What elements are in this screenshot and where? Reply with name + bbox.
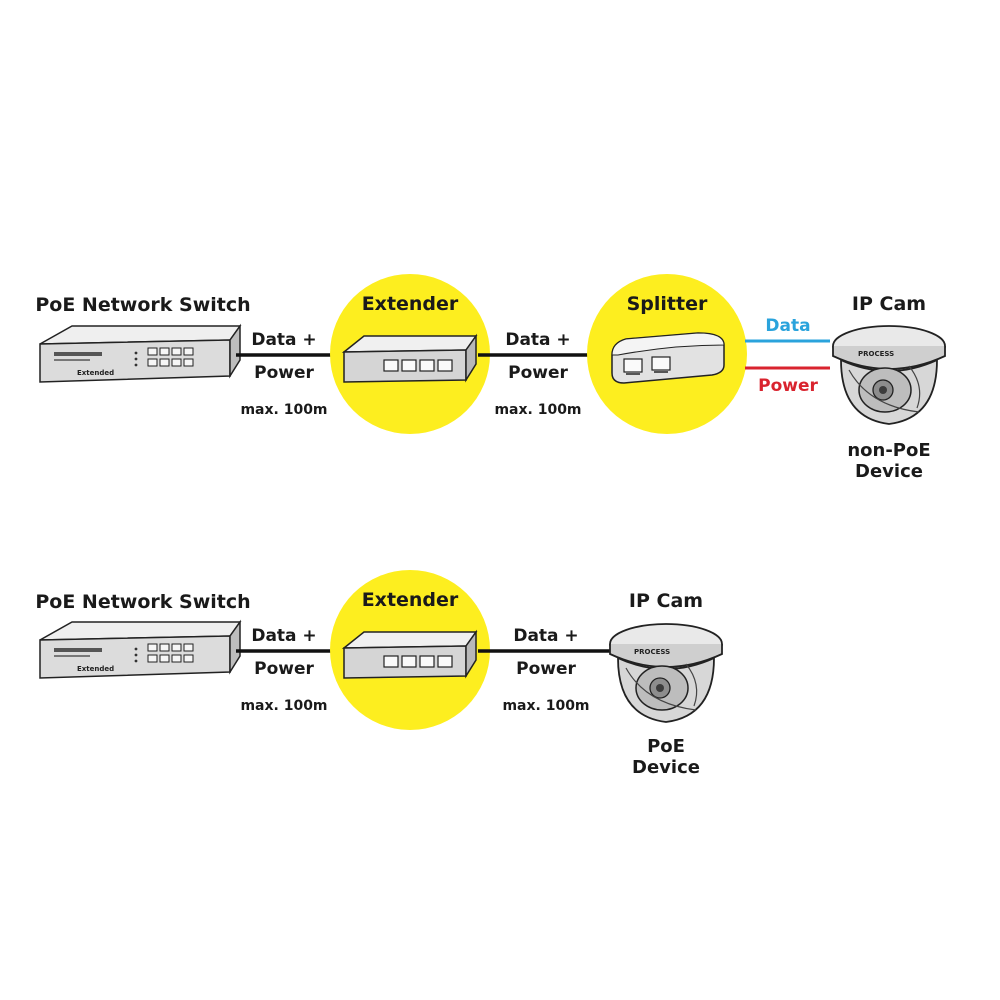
splitter-label: Splitter	[627, 293, 708, 315]
ip-camera-icon	[832, 325, 946, 425]
cable1-line1-label: Data +	[251, 330, 316, 350]
switch-brand-text: Extended	[77, 369, 114, 377]
cable1-line1-label: Data +	[251, 626, 316, 646]
poe-switch-label: PoE Network Switch	[35, 591, 250, 613]
data-line-label: Data	[765, 316, 810, 336]
ip-cam-label: IP Cam	[852, 293, 926, 315]
cable2-line1-label: Data +	[505, 330, 570, 350]
extender-icon	[343, 335, 477, 383]
device-type-line1: PoE	[647, 736, 685, 757]
row-2: Extended PoE Network Switch Data + Power…	[35, 570, 723, 778]
device-type-line1: non-PoE	[847, 440, 930, 461]
cable1-distance-label: max. 100m	[240, 698, 327, 714]
ip-cam-label: IP Cam	[629, 590, 703, 612]
device-type-line2: Device	[855, 461, 923, 482]
row-1: Extended PoE Network Switch Data + Power…	[35, 274, 946, 482]
poe-switch-icon	[39, 325, 241, 383]
power-line-label: Power	[758, 376, 818, 396]
poe-switch-icon	[39, 621, 241, 679]
camera-brand-text: PROCESS	[858, 350, 894, 358]
cable2-line1-label: Data +	[513, 626, 578, 646]
ip-camera-icon	[609, 623, 723, 723]
device-type-line2: Device	[632, 757, 700, 778]
cable2-distance-label: max. 100m	[494, 402, 581, 418]
switch-brand-text: Extended	[77, 665, 114, 673]
cable1-line2-label: Power	[254, 659, 314, 679]
cable1-distance-label: max. 100m	[240, 402, 327, 418]
cable2-distance-label: max. 100m	[502, 698, 589, 714]
cable2-line2-label: Power	[516, 659, 576, 679]
extender-label: Extender	[362, 293, 459, 315]
extender-label: Extender	[362, 589, 459, 611]
cable1-line2-label: Power	[254, 363, 314, 383]
splitter-icon	[611, 332, 725, 384]
camera-brand-text: PROCESS	[634, 648, 670, 656]
poe-switch-label: PoE Network Switch	[35, 294, 250, 316]
cable2-line2-label: Power	[508, 363, 568, 383]
extender-icon	[343, 631, 477, 679]
